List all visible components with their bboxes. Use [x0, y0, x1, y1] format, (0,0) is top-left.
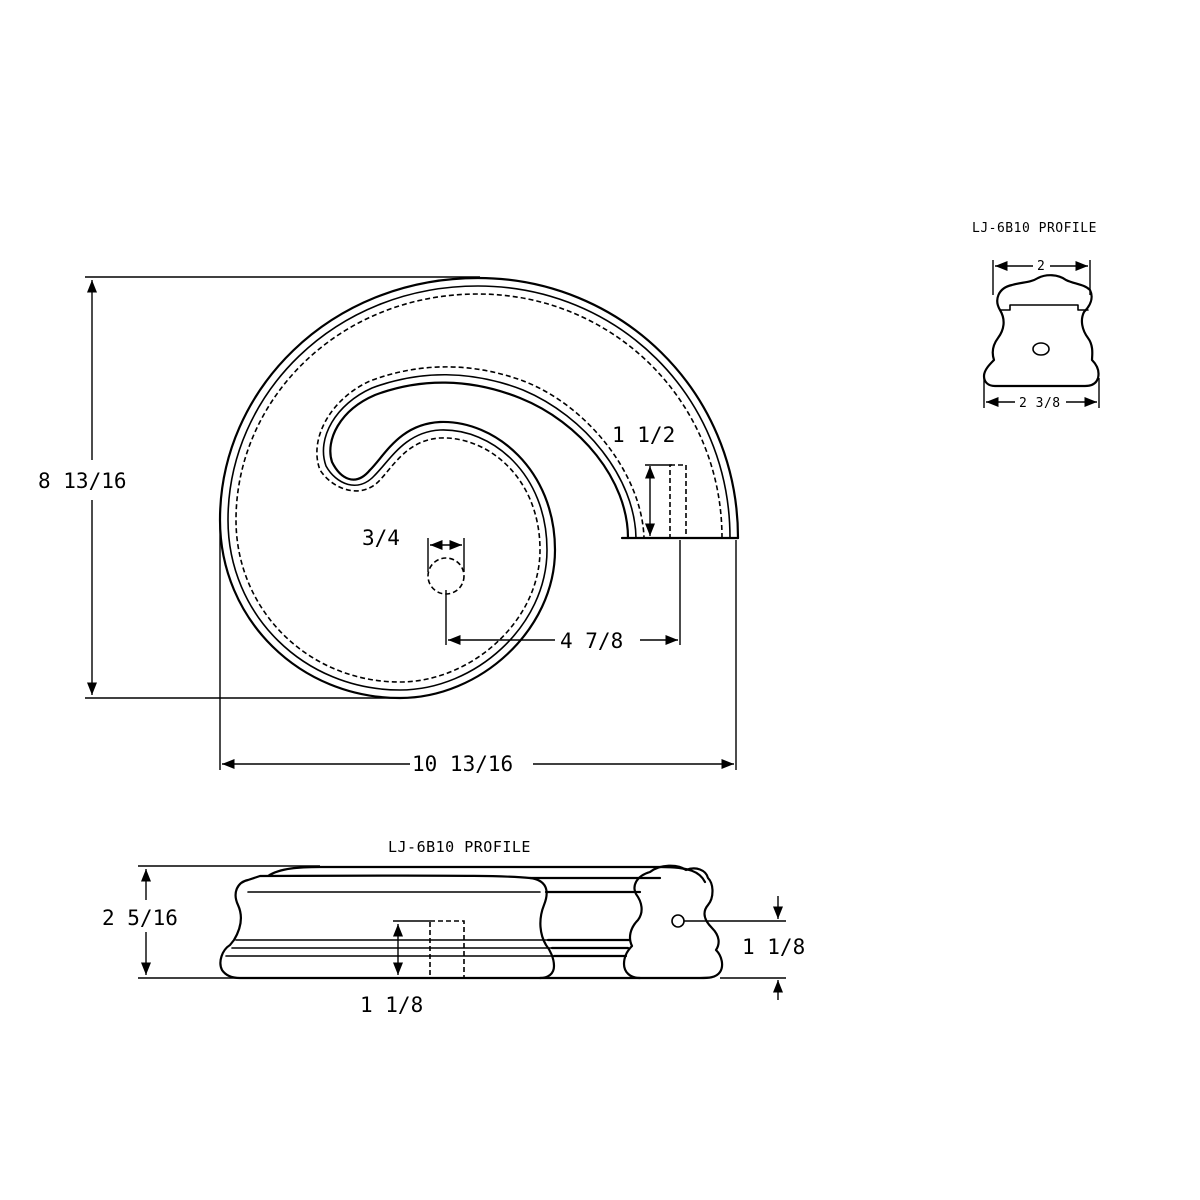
center-to-end-label: 4 7/8: [560, 629, 623, 653]
hole-height-label: 1 1/8: [742, 935, 805, 959]
mortise-depth-label: 1 1/8: [360, 993, 423, 1017]
top-profile-title: LJ-6B10 PROFILE: [972, 221, 1097, 236]
bottom-width-label: 2 3/8: [1019, 396, 1061, 411]
plan-view: 1 1/2 3/4 4 7/8 8 13/16 10 13/16: [38, 276, 740, 776]
side-end-hole: [671, 914, 685, 928]
hole-diameter-label: 3/4: [362, 526, 400, 550]
profile-outline: [982, 274, 1100, 388]
volute-outer-offset: [227, 285, 731, 691]
side-end-profile: [622, 864, 724, 980]
side-view-title: LJ-6B10 PROFILE: [388, 838, 531, 856]
top-width-label: 2: [1037, 259, 1045, 274]
side-height-label: 2 5/16: [102, 906, 178, 930]
side-right-body: [528, 876, 662, 980]
volute-dashed-outer: [235, 293, 723, 683]
overall-width-label: 10 13/16: [412, 752, 513, 776]
center-hole: [427, 557, 465, 595]
profile-top-groove: [999, 304, 1089, 311]
overall-height-label: 8 13/16: [38, 469, 127, 493]
side-view: LJ-6B10 PROFILE 1 1/8 2 5/16 1 1/8: [102, 838, 805, 1017]
top-profile: LJ-6B10 PROFILE 2 2 3/8: [972, 221, 1100, 411]
side-mortise: [429, 920, 465, 979]
profile-hole: [1032, 342, 1050, 356]
volute-outer-edge: [218, 276, 740, 700]
mortise-hidden: [669, 464, 687, 539]
mortise-length-label: 1 1/2: [612, 423, 675, 447]
side-body-outline: [219, 865, 707, 980]
